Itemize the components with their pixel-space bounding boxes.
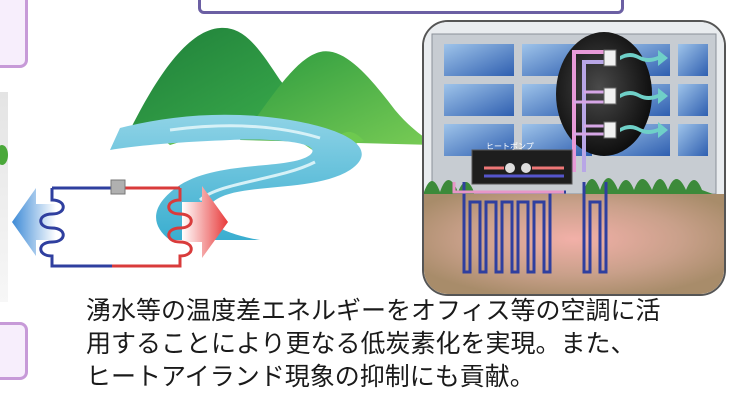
right-coil [112,188,193,268]
left-edge-bar [0,92,8,302]
left-tab-frame-top [0,0,28,68]
heating-arrow [182,186,228,258]
left-tab-frame-bottom [0,322,28,380]
cooling-arrow [12,188,56,256]
river [110,114,362,240]
leaf-fragment [0,145,8,165]
building-heat-pump-illustration: ヒートポンプ [422,20,726,296]
air-outlet-arrows [620,50,668,138]
heat-exchanger-schematic [12,179,228,268]
ground [424,194,724,294]
caption-line-1: 湧水等の温度差エネルギーをオフィス等の空調に活 [86,296,661,325]
caption-text: 湧水等の温度差エネルギーをオフィス等の空調に活 用することにより更なる低炭素化を… [86,294,731,393]
left-coil [39,188,112,268]
compressor-box [110,179,126,195]
top-banner-frame [198,0,624,14]
heat-pump-label: ヒートポンプ [486,142,534,151]
caption-line-3: ヒートアイランド現象の抑制にも貢献。 [86,362,535,391]
ground-loop-pipes [452,182,608,274]
mountain-river-illustration [110,27,435,240]
caption-line-2: 用することにより更なる低炭素化を実現。また、 [86,329,636,358]
